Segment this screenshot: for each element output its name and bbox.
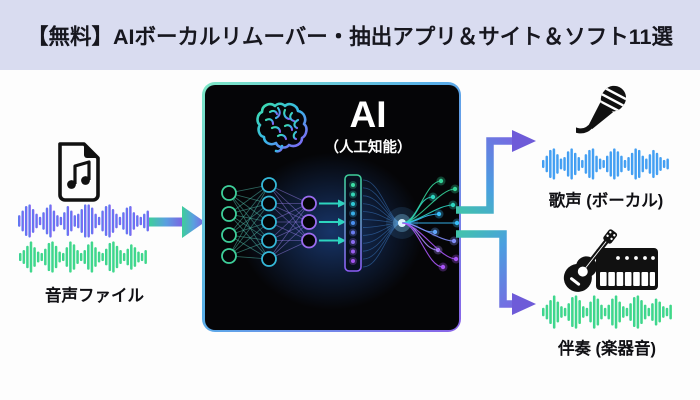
output-branch-arrows [456,130,536,315]
microphone-icon [576,85,630,134]
neural-network-graphic [220,173,459,272]
vocal-waveform [542,148,669,180]
page-title: 【無料】AIボーカルリムーバー・抽出アプリ＆サイト＆ソフト11選 [26,24,674,49]
brain-icon [255,102,308,153]
input-waveform-vocal-track [18,204,149,238]
title-banner: 【無料】AIボーカルリムーバー・抽出アプリ＆サイト＆ソフト11選 [0,0,700,70]
vocal-label: 歌声 (ボーカル) [548,192,664,210]
ai-heading: AI [349,93,387,135]
input-arrow [149,206,205,238]
instrumental-waveform [542,295,672,329]
ai-subtitle: （人工知能） [324,139,412,156]
keyboard-part [596,248,658,290]
guitar-part [563,229,618,292]
music-file-icon [58,142,100,202]
ai-processor-box: AI （人工知能） [202,82,461,332]
guitar-keyboard-icon [563,229,658,292]
input-label: 音声ファイル [45,287,144,305]
input-waveform-instrument-track [19,241,147,273]
instrumental-label: 伴奏 (楽器音) [557,340,657,358]
